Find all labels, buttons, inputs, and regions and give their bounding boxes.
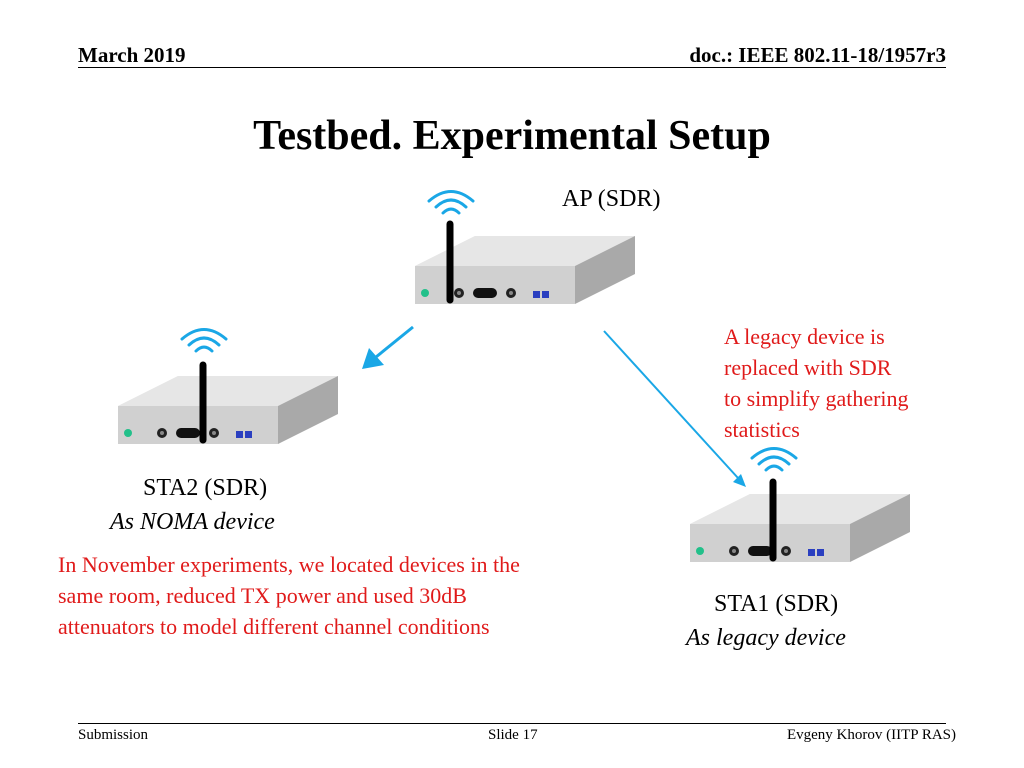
slide-title: Testbed. Experimental Setup — [253, 113, 771, 159]
legacy-note-line: replaced with SDR — [724, 355, 892, 380]
sta1-router-icon — [690, 494, 910, 562]
sta2-device — [118, 328, 338, 444]
sta1-wifi-icon — [750, 447, 798, 472]
legacy-note-line: A legacy device is — [724, 324, 885, 349]
legacy-note-line: statistics — [724, 417, 800, 442]
sta1-device — [690, 447, 910, 562]
header-date: March 2019 — [78, 43, 186, 67]
sta2-router-icon — [118, 376, 338, 444]
sta1-label: STA1 (SDR) — [714, 591, 839, 617]
ap-wifi-icon — [427, 190, 475, 215]
legacy-note: A legacy device is replaced with SDR to … — [724, 321, 964, 445]
footer-slide-number: Slide 17 — [488, 727, 538, 743]
sta2-wifi-icon — [180, 328, 228, 353]
november-note-line: attenuators to model different channel c… — [58, 614, 490, 639]
november-note: In November experiments, we located devi… — [58, 549, 618, 642]
sta1-role: As legacy device — [686, 625, 846, 651]
footer-divider — [78, 723, 946, 724]
arrow-ap-to-sta1 — [603, 330, 746, 487]
november-note-line: same room, reduced TX power and used 30d… — [58, 583, 467, 608]
header-doc-id: doc.: IEEE 802.11-18/1957r3 — [689, 43, 946, 67]
ap-label: AP (SDR) — [562, 186, 661, 212]
november-note-line: In November experiments, we located devi… — [58, 552, 520, 577]
sta2-role: As NOMA device — [110, 509, 275, 535]
header-divider — [78, 67, 946, 68]
arrow-ap-to-sta2 — [362, 325, 414, 369]
ap-device — [415, 190, 635, 304]
legacy-note-line: to simplify gathering — [724, 386, 909, 411]
footer-submission: Submission — [78, 727, 149, 743]
sta2-label: STA2 (SDR) — [143, 475, 268, 501]
footer-author: Evgeny Khorov (IITP RAS) — [786, 727, 956, 743]
